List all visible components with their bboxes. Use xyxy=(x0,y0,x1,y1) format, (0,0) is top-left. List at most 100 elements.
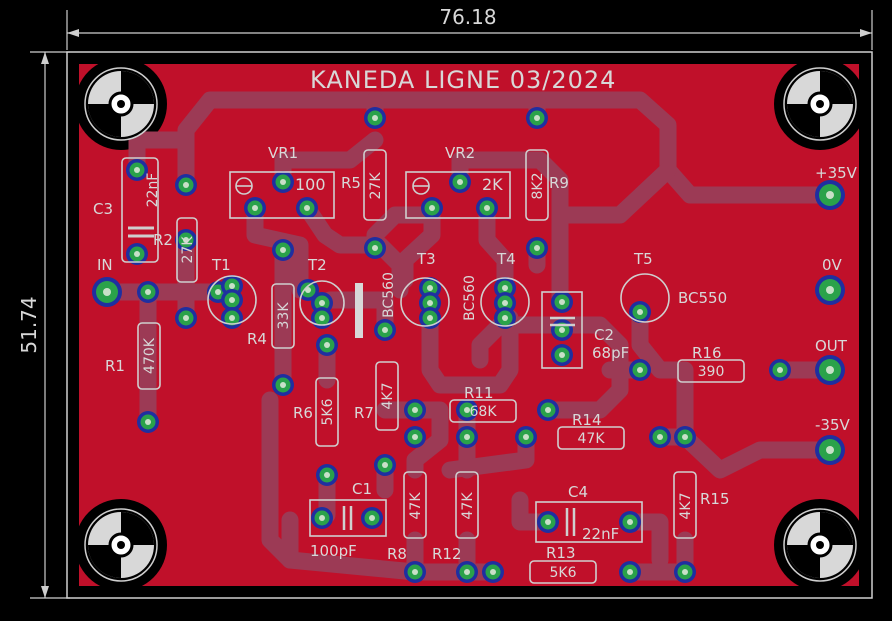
resistor-r7: 4K7 R7 xyxy=(354,361,399,431)
resistor-r2: 27K R2 xyxy=(153,217,198,283)
pad xyxy=(551,344,573,366)
resistor-r9: 8K2 R9 xyxy=(525,149,569,221)
pad xyxy=(311,507,333,529)
pad xyxy=(92,277,122,307)
t5-label: T5 xyxy=(633,250,653,268)
pad xyxy=(551,291,573,313)
out-label: OUT xyxy=(815,337,848,355)
pad xyxy=(537,399,559,421)
pad xyxy=(137,281,159,303)
mounting-hole xyxy=(783,508,857,582)
pad xyxy=(374,319,396,341)
resistor-r11: 68K R11 xyxy=(449,384,517,423)
resistor-r6: 5K6 R6 xyxy=(293,377,339,447)
pads xyxy=(92,107,845,583)
pad xyxy=(456,426,478,448)
trimmer-vr1: 100 VR1 xyxy=(229,144,335,219)
in-label: IN xyxy=(97,256,113,274)
r5-label: R5 xyxy=(341,174,361,192)
pad xyxy=(404,426,426,448)
r6-value: 5K6 xyxy=(320,398,336,425)
pad xyxy=(404,399,426,421)
dimension-height: 51.74 xyxy=(17,51,70,599)
r14-value: 47K xyxy=(578,431,606,447)
r1-label: R1 xyxy=(105,357,125,375)
pad xyxy=(482,561,504,583)
resistor-r13: 5K6 R13 xyxy=(529,544,597,584)
r4-label: R4 xyxy=(247,330,267,348)
r8-value: 47K xyxy=(408,492,424,520)
board-outline xyxy=(66,51,873,599)
pad xyxy=(221,307,243,329)
resistor-r12: 47K R12 xyxy=(432,471,479,563)
c3-label: C3 xyxy=(93,200,113,218)
transistor-t2: T2 xyxy=(299,256,363,338)
capacitor-c2: C2 68pF xyxy=(541,291,629,369)
resistor-r16: 390 R16 xyxy=(677,344,745,383)
pad xyxy=(221,289,243,311)
pad xyxy=(272,239,294,261)
mounting-hole xyxy=(84,508,158,582)
t2-label: T2 xyxy=(307,256,327,274)
pad xyxy=(404,561,426,583)
pad xyxy=(364,237,386,259)
r16-label: R16 xyxy=(692,344,722,362)
transistor-t5: T5 BC550 xyxy=(620,250,727,323)
pad xyxy=(126,159,148,181)
pad xyxy=(421,197,443,219)
r16-value: 390 xyxy=(698,364,725,380)
pad xyxy=(316,464,338,486)
c4-value: 22nF xyxy=(582,525,619,543)
neg35-label: -35V xyxy=(815,416,850,434)
r14-label: R14 xyxy=(572,411,602,429)
r5-value: 27K xyxy=(368,172,384,200)
r7-value: 4K7 xyxy=(380,383,396,410)
t3-label: T3 xyxy=(416,250,436,268)
pad xyxy=(137,411,159,433)
r8-label: R8 xyxy=(387,545,407,563)
silkscreen: KANEDA LIGNE 03/2024 22nF C3 27K R2 IN 4… xyxy=(93,66,858,584)
pad xyxy=(297,279,319,301)
pad xyxy=(674,426,696,448)
capacitor-c3: 22nF C3 xyxy=(93,157,161,263)
pad xyxy=(456,561,478,583)
pad xyxy=(311,307,333,329)
resistor-r15: 4K7 R15 xyxy=(673,471,730,539)
transistor-t4: T4 BC560 xyxy=(462,250,530,327)
r6-label: R6 xyxy=(293,404,313,422)
pad xyxy=(361,507,383,529)
pad xyxy=(272,374,294,396)
copper-pour xyxy=(79,64,859,586)
r2-value: 27K xyxy=(180,236,196,264)
pad xyxy=(175,307,197,329)
mounting-hole xyxy=(783,67,857,141)
transistor-t3: T3 BC560 xyxy=(381,250,450,327)
t4-label: T4 xyxy=(496,250,516,268)
vr1-value: 100 xyxy=(295,175,326,194)
t1-label: T1 xyxy=(211,256,231,274)
pad xyxy=(815,275,845,305)
pad xyxy=(364,107,386,129)
t5-value: BC550 xyxy=(678,289,727,307)
capacitor-c1: C1 100pF xyxy=(309,480,387,560)
t4-value: BC560 xyxy=(462,275,478,321)
pad xyxy=(272,171,294,193)
pad xyxy=(476,197,498,219)
r11-value: 68K xyxy=(470,404,498,420)
r12-label: R12 xyxy=(432,545,462,563)
zero-label: 0V xyxy=(822,256,843,274)
c1-value: 100pF xyxy=(310,542,357,560)
r13-value: 5K6 xyxy=(550,565,577,581)
dimension-width: 76.18 xyxy=(66,5,873,50)
pad xyxy=(296,197,318,219)
vr2-label: VR2 xyxy=(445,144,475,162)
r11-label: R11 xyxy=(464,384,494,402)
resistor-r4: 33K R4 xyxy=(247,283,295,349)
pad xyxy=(551,319,573,341)
pad xyxy=(449,171,471,193)
c2-value: 68pF xyxy=(592,344,629,362)
r1-value: 470K xyxy=(142,337,158,374)
pad xyxy=(815,355,845,385)
pad xyxy=(515,426,537,448)
